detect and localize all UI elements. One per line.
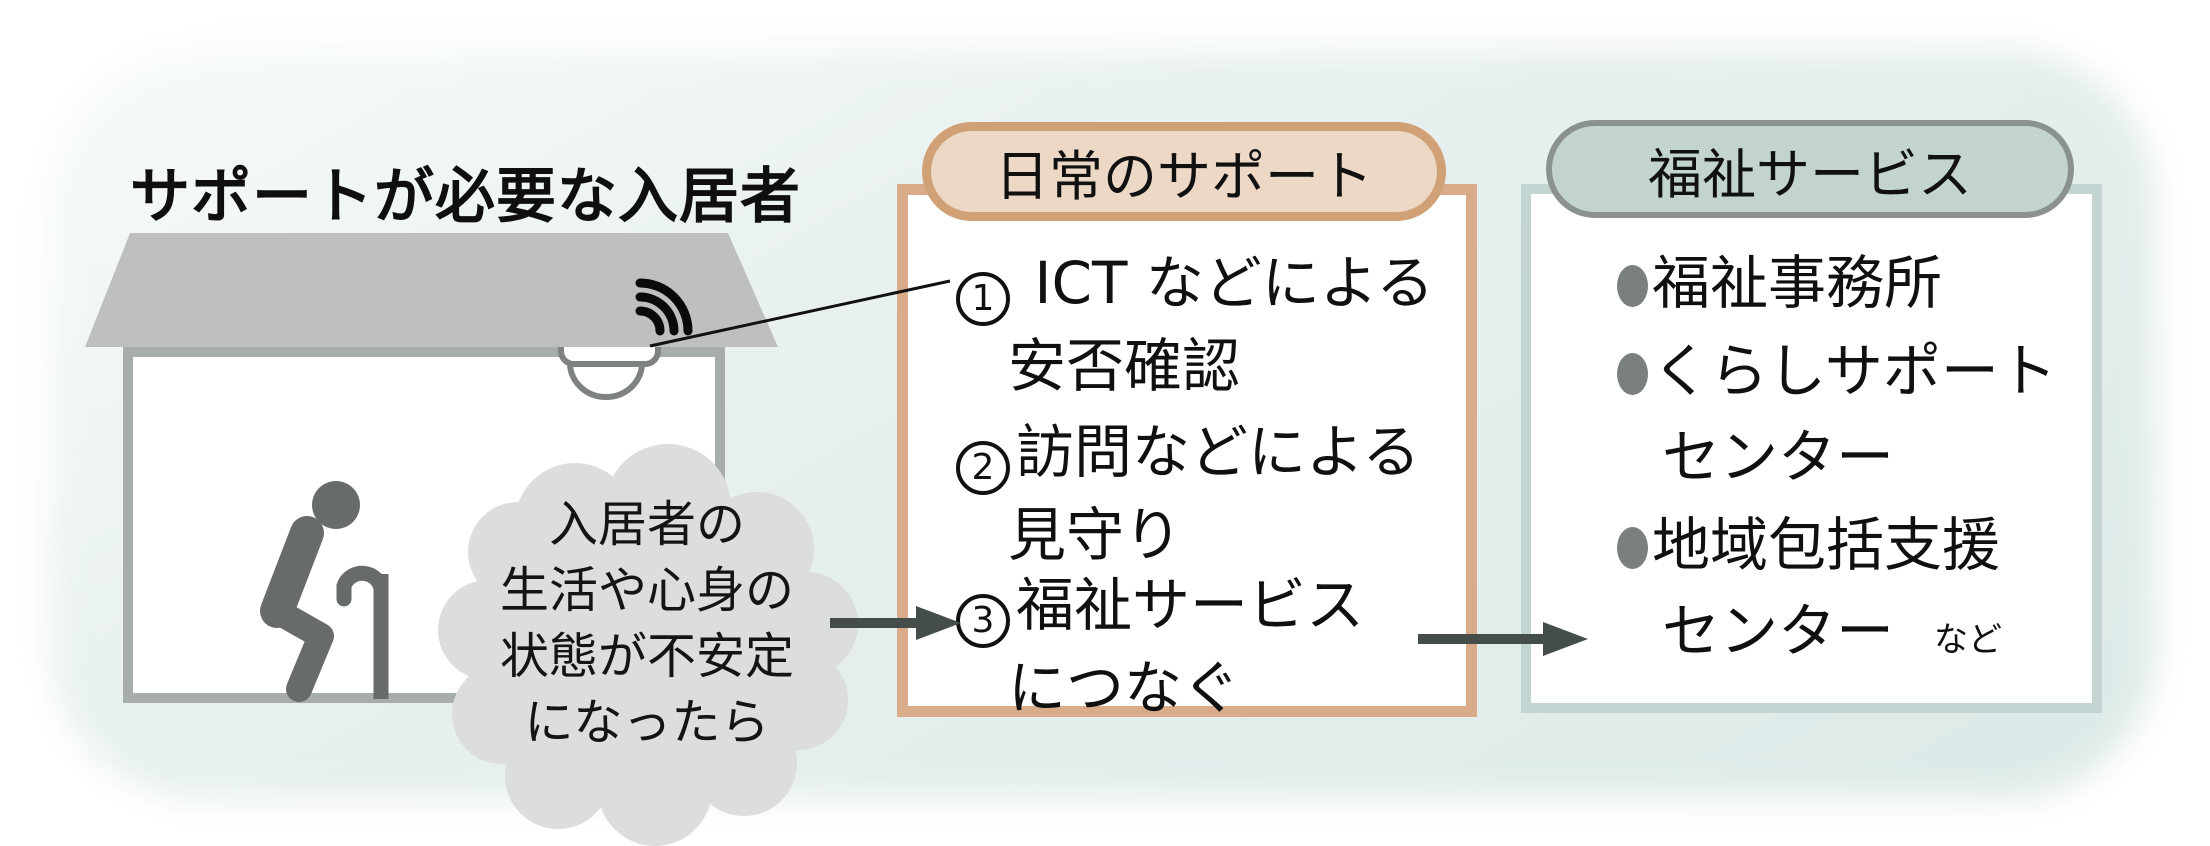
cloud-caption-line: 状態が不安定 <box>499 628 794 685</box>
welfare-item-1: 福祉事務所 <box>1617 240 1942 326</box>
circled-number-3-icon: 3 <box>956 594 1010 648</box>
support-item-1-line2: 安否確認 <box>1008 332 1241 400</box>
support-item-2-line2: 見守り <box>1008 501 1183 569</box>
daily-support-header: 日常のサポート <box>922 122 1446 221</box>
cloud-caption-line: 生活や心身の <box>499 562 794 619</box>
welfare-item-2-line2: センター <box>1662 423 1895 491</box>
welfare-item-1-line1: 福祉事務所 <box>1617 240 1942 326</box>
support-item-1-line1: 1 ICT などによる <box>956 243 1434 326</box>
welfare-services-header-label: 福祉サービス <box>1648 142 1972 206</box>
bullet-dot-icon <box>1617 527 1648 569</box>
cloud-caption-line: になったら <box>524 694 770 751</box>
welfare-services-box <box>1521 184 2102 713</box>
welfare-item-2-line1: くらしサポート <box>1617 328 2057 414</box>
cloud-caption: 入居者の 生活や心身の 状態が不安定 になったら <box>458 492 836 756</box>
bullet-dot-icon <box>1617 265 1648 307</box>
etc-suffix: など <box>1934 620 2003 660</box>
cloud-caption-line: 入居者の <box>548 496 745 553</box>
page-title: サポートが必要な入居者 <box>130 162 801 232</box>
welfare-item-3-line1: 地域包括支援 <box>1617 502 2002 588</box>
support-item-1: 1 ICT などによる 安否確認 <box>956 243 1434 406</box>
circled-number-1-icon: 1 <box>956 272 1010 326</box>
welfare-item-2: くらしサポート センター <box>1617 328 2057 500</box>
welfare-item-3: 地域包括支援 センターなど <box>1617 502 2002 683</box>
welfare-services-header: 福祉サービス <box>1546 120 2074 218</box>
welfare-item-3-line2: センターなど <box>1662 597 2003 665</box>
bullet-dot-icon <box>1617 353 1648 395</box>
daily-support-header-label: 日常のサポート <box>995 145 1373 208</box>
circled-number-2-icon: 2 <box>956 441 1010 495</box>
support-item-3-line2: につなぐ <box>1008 654 1241 722</box>
